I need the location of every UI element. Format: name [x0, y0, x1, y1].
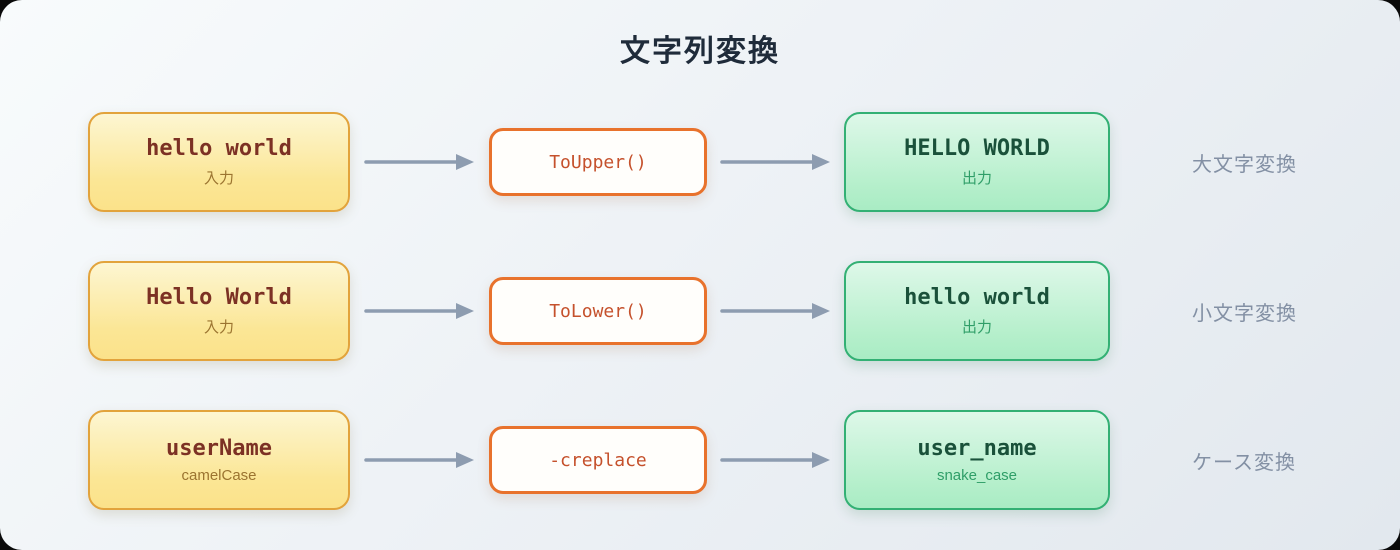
input-sublabel: camelCase — [181, 467, 257, 484]
row-label: ケース変換 — [1192, 451, 1296, 474]
function-node: ToUpper() — [489, 128, 707, 196]
arrow-cell — [350, 153, 489, 171]
function-label: ToUpper() — [549, 151, 647, 173]
right-arrow-icon — [719, 154, 830, 170]
function-node: -creplace — [489, 426, 707, 494]
arrow-cell — [707, 302, 844, 320]
function-node: ToLower() — [489, 277, 707, 345]
row-label: 小文字変換 — [1192, 302, 1297, 325]
input-node: Hello World 入力 — [88, 261, 350, 361]
output-sublabel: 出力 — [961, 170, 992, 187]
right-arrow-icon — [719, 452, 830, 468]
right-arrow-icon — [363, 303, 474, 319]
output-sublabel: snake_case — [936, 467, 1018, 484]
output-node: hello world 出力 — [844, 261, 1110, 361]
output-value: user_name — [917, 436, 1037, 461]
transformation-rows: hello world 入力 ToUpper() HELLO WORLD — [88, 112, 1400, 510]
row-label: 大文字変換 — [1192, 153, 1297, 176]
arrow-cell — [350, 451, 489, 469]
output-value: HELLO WORLD — [904, 136, 1050, 161]
right-arrow-icon — [363, 154, 474, 170]
transformation-row-case: userName camelCase -creplace user_name — [88, 410, 1400, 510]
input-node: userName camelCase — [88, 410, 350, 510]
output-node: user_name snake_case — [844, 410, 1110, 510]
input-value: Hello World — [146, 285, 292, 310]
input-sublabel: 入力 — [203, 319, 234, 336]
arrow-cell — [707, 451, 844, 469]
input-node: hello world 入力 — [88, 112, 350, 212]
output-node: HELLO WORLD 出力 — [844, 112, 1110, 212]
right-arrow-icon — [363, 452, 474, 468]
function-label: -creplace — [549, 449, 647, 471]
arrow-cell — [350, 302, 489, 320]
output-value: hello world — [904, 285, 1050, 310]
arrow-cell — [707, 153, 844, 171]
transformation-row-lowercase: Hello World 入力 ToLower() hello world — [88, 261, 1400, 361]
input-sublabel: 入力 — [203, 170, 234, 187]
output-sublabel: 出力 — [961, 319, 992, 336]
input-value: userName — [166, 436, 272, 461]
page-title: 文字列変換 — [620, 35, 780, 68]
right-arrow-icon — [719, 303, 830, 319]
transformation-row-uppercase: hello world 入力 ToUpper() HELLO WORLD — [88, 112, 1400, 212]
function-label: ToLower() — [549, 300, 647, 322]
input-value: hello world — [146, 136, 292, 161]
